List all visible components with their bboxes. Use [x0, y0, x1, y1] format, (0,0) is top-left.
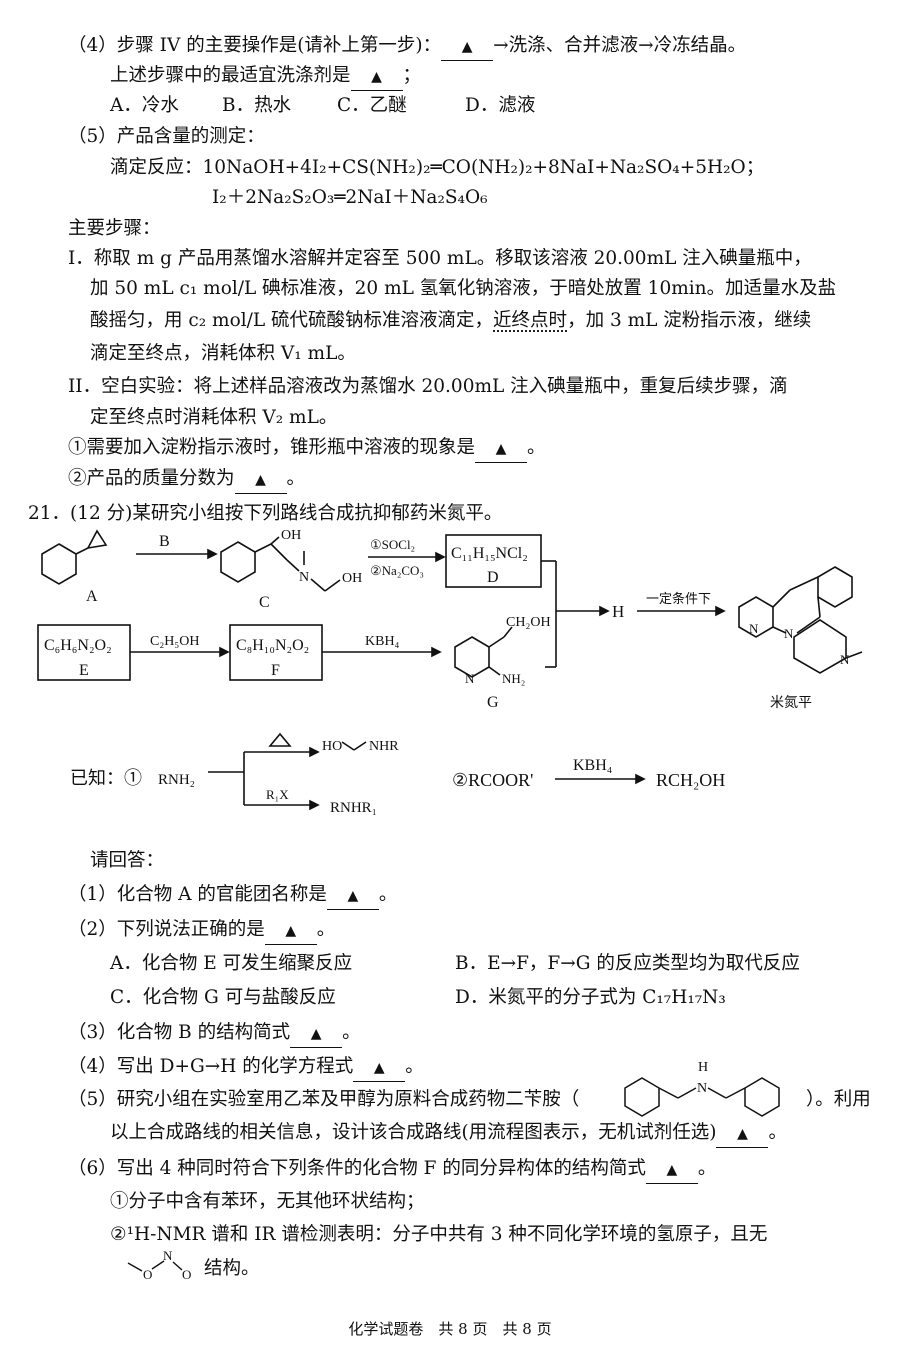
answer-blank[interactable]: ▲	[353, 1054, 406, 1082]
label-h: H	[612, 602, 624, 621]
q4-line1: （4）步骤 IV 的主要操作是(请补上第一步)：▲→洗涤、合并滤液→冷冻结晶。	[68, 33, 746, 61]
q5-equation-1: 滴定反应：10NaOH+4I₂+CS(NH₂)₂═CO(NH₂)₂+8NaI+N…	[110, 157, 765, 178]
label-d: D	[487, 569, 499, 586]
piperazine-ring-product	[793, 619, 847, 674]
benzene-ring-product	[817, 566, 853, 608]
reaction-condition: 一定条件下	[646, 591, 711, 606]
answer-blank[interactable]: ▲	[645, 1156, 698, 1184]
label-g: G	[487, 694, 499, 711]
q5-title: （5）产品含量的测定：	[68, 126, 265, 147]
formula-e: C₆H₆N₂O₂	[44, 637, 112, 654]
q5-sub2: ②产品的质量分数为▲。	[68, 466, 305, 494]
dibenzylamine-structure: H N	[624, 1060, 780, 1117]
nitrite-structure: O N O	[127, 1248, 191, 1282]
q21-6: （6）写出 4 种同时符合下列条件的化合物 F 的同分异构体的结构简式▲。	[68, 1156, 716, 1184]
option-d[interactable]: D．滤液	[465, 95, 536, 116]
formula-f: C₈H₁₀N₂O₂	[236, 637, 309, 654]
q5-step2-line1: II．空白实验：将上述样品溶液改为蒸馏水 20.00mL 注入碘量瓶中，重复后续…	[68, 376, 788, 397]
g-nh2: NH₂	[502, 671, 525, 686]
q21-2-option-b[interactable]: B．E→F，F→G 的反应类型均为取代反应	[455, 953, 800, 974]
benzene-ring-c	[220, 541, 256, 583]
q21-6-condition2: ②¹H-NMR 谱和 IR 谱检测表明：分子中共有 3 种不同化学环境的氢原子，…	[110, 1224, 768, 1245]
q5-step1-line1: I．称取 m g 产品用蒸馏水溶解并定容至 500 mL。移取该溶液 20.00…	[68, 248, 812, 269]
q5-step1-line4: 滴定至终点，消耗体积 V₁ mL。	[90, 343, 356, 364]
q5-step1-line2: 加 50 mL c₁ mol/L 碘标准液，20 mL 氢氧化钠溶液，于暗处放置…	[90, 278, 837, 299]
q21-4: （4）写出 D+G→H 的化学方程式▲。	[68, 1054, 424, 1082]
q21-2-option-c[interactable]: C．化合物 G 可与盐酸反应	[110, 987, 336, 1008]
q21-5-line2: 以上合成路线的相关信息，设计该合成路线(用流程图表示，无机试剂任选)▲。	[110, 1120, 787, 1148]
reagent-b: B	[159, 533, 170, 550]
q21-2-option-d[interactable]: D．米氮平的分子式为 C₁₇H₁₇N₃	[455, 987, 726, 1008]
label-e: E	[79, 662, 89, 679]
q21-2-option-a[interactable]: A．化合物 E 可发生缩聚反应	[110, 953, 353, 974]
option-a[interactable]: A．冷水	[110, 95, 179, 116]
c-oh-top: OH	[281, 528, 301, 543]
q21-6-condition2-end: 结构。	[204, 1258, 260, 1279]
g-ch2oh: CH₂OH	[506, 615, 551, 630]
ho-label: HO	[322, 739, 342, 754]
page-footer: 化学试题卷 共 8 页 共 8 页	[348, 1320, 552, 1338]
q4-line2: 上述步骤中的最适宜洗涤剂是▲；	[110, 63, 421, 91]
q21-header: 21．(12 分)某研究小组按下列路线合成抗抑郁药米氮平。	[28, 503, 503, 524]
c-n: N	[299, 570, 309, 585]
product-name: 米氮平	[770, 695, 812, 711]
reagent-kbh4: KBH₄	[365, 634, 400, 649]
benzene-ring-right	[744, 1077, 780, 1117]
q5-step2-line2: 定至终点时消耗体积 V₂ mL。	[90, 407, 338, 428]
benzene-ring-a	[41, 543, 77, 585]
label-a: A	[86, 588, 98, 605]
label-f: F	[271, 662, 280, 679]
known2-reactant: ②RCOOR'	[452, 770, 533, 790]
q21-6-condition1: ①分子中含有苯环，无其他环状结构；	[110, 1191, 425, 1212]
answer-blank[interactable]: ▲	[234, 466, 287, 494]
amine-n: N	[697, 1081, 707, 1096]
q21-5-line1: （5）研究小组在实验室用乙苯及甲醇为原料合成药物二苄胺（	[68, 1089, 580, 1110]
nitrite-n: N	[163, 1248, 173, 1263]
known-reactions: 已知：① RNH₂ HO NHR R₁X RNHR₁ ②RCOOR' KBH₄ …	[70, 732, 725, 816]
rnh2: RNH₂	[158, 772, 195, 788]
benzene-ring-left	[624, 1077, 660, 1117]
amine-h: H	[698, 1060, 708, 1075]
q21-5-line1-end: ）。利用	[806, 1089, 871, 1110]
c-oh-right: OH	[342, 571, 362, 586]
synthesis-scheme: A B C OH N OH ①SOCl₂ ②Na₂CO₃ C₁₁H₁₅NCl₂ …	[37, 528, 863, 711]
q21-2: （2）下列说法正确的是▲。	[68, 917, 335, 945]
q4-options: A．冷水 B．热水 C．乙醚 D．滤液	[110, 93, 535, 119]
answer-blank[interactable]: ▲	[326, 882, 379, 910]
epoxide-icon	[268, 732, 292, 747]
nhr-label: NHR	[369, 739, 399, 754]
q5-equation-2: I₂＋2Na₂S₂O₃═2NaI＋Na₂S₄O₆	[212, 187, 488, 208]
known2-reagent: KBH₄	[573, 757, 613, 774]
label-c: C	[259, 594, 270, 611]
epoxide-ring-a	[86, 529, 108, 550]
answer-blank[interactable]: ▲	[475, 435, 528, 463]
option-c[interactable]: C．乙醚	[337, 95, 407, 116]
known2-product: RCH₂OH	[656, 770, 725, 790]
q5-steps-title: 主要步骤：	[68, 218, 161, 239]
product-n-pyridine: N	[749, 621, 759, 636]
reagent-c2h5oh: C₂H₅OH	[150, 634, 199, 649]
reagent-na2co3: ②Na₂CO₃	[370, 563, 424, 578]
formula-d: C₁₁H₁₅NCl₂	[451, 545, 528, 562]
g-n-pyridine: N	[465, 671, 475, 686]
product-n-bridge: N	[784, 626, 794, 641]
q21-1: （1）化合物 A 的官能团名称是▲。	[68, 882, 397, 910]
option-b[interactable]: B．热水	[222, 95, 292, 116]
answer-blank[interactable]: ▲	[290, 1020, 343, 1048]
answer-blank[interactable]: ▲	[350, 63, 403, 91]
rnhr1-label: RNHR₁	[330, 800, 377, 816]
q21-3: （3）化合物 B 的结构简式▲。	[68, 1020, 361, 1048]
known-label: 已知：①	[70, 768, 142, 788]
answer-blank[interactable]: ▲	[264, 917, 317, 945]
please-answer: 请回答：	[90, 850, 165, 871]
reagent-socl2: ①SOCl₂	[370, 537, 415, 552]
answer-blank[interactable]: ▲	[441, 33, 494, 61]
answer-blank[interactable]: ▲	[716, 1120, 769, 1148]
product-n-methyl: N	[840, 652, 850, 667]
r1x-label: R₁X	[266, 787, 289, 802]
q5-step1-line3: 酸摇匀，用 c₂ mol/L 硫代硫酸钠标准溶液滴定，近终点时，加 3 mL 淀…	[90, 310, 812, 331]
q5-sub1: ①需要加入淀粉指示液时，锥形瓶中溶液的现象是▲。	[68, 435, 546, 463]
nitrite-o1: O	[143, 1267, 152, 1282]
nitrite-o2: O	[182, 1267, 191, 1282]
